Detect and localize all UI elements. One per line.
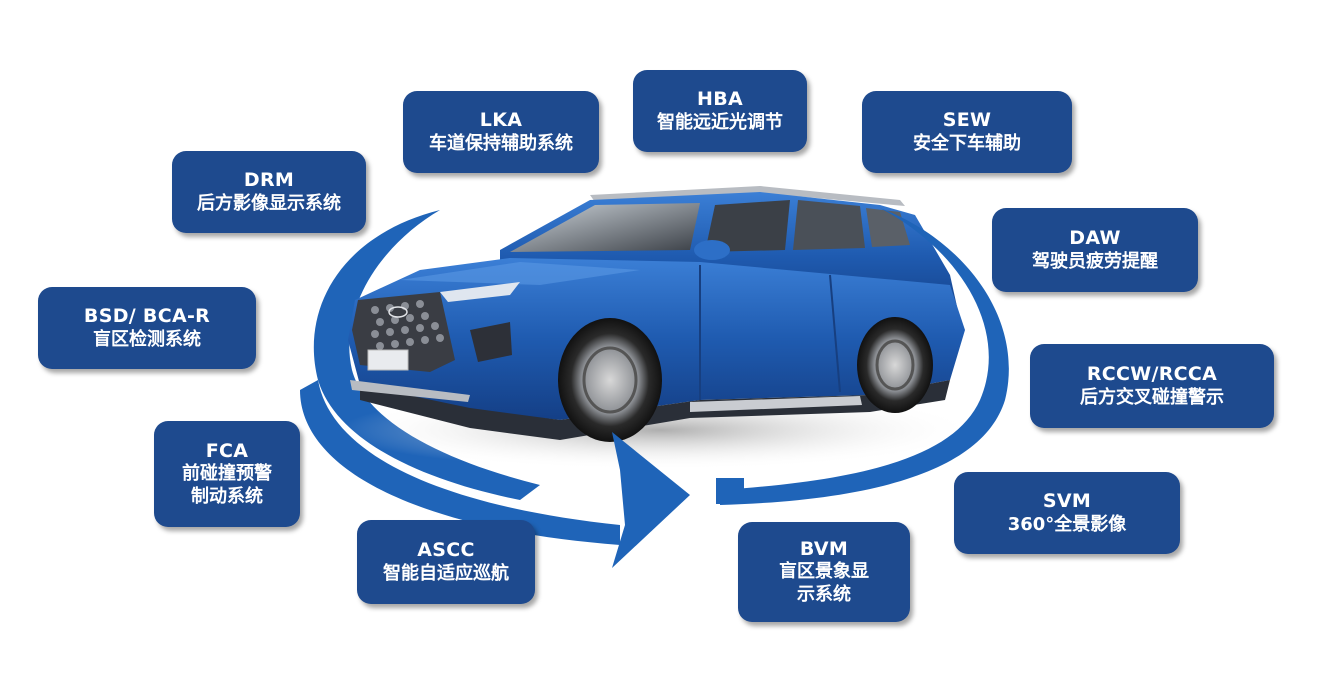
feature-description: 智能自适应巡航 — [383, 562, 509, 584]
license-plate — [367, 349, 409, 371]
feature-description: 驾驶员疲劳提醒 — [1032, 250, 1158, 272]
feature-code: HBA — [697, 87, 743, 110]
feature-box-daw: DAW 驾驶员疲劳提醒 — [992, 208, 1198, 292]
feature-description: 安全下车辅助 — [913, 132, 1021, 154]
feature-code: LKA — [479, 108, 523, 131]
suv-car-icon — [348, 186, 965, 442]
feature-box-rccw-rcca: RCCW/RCCA 后方交叉碰撞警示 — [1030, 344, 1274, 428]
feature-box-drm: DRM 后方影像显示系统 — [172, 151, 366, 233]
feature-code: DAW — [1069, 226, 1121, 249]
feature-description: 360°全景影像 — [1007, 513, 1127, 535]
feature-box-lka: LKA 车道保持辅助系统 — [403, 91, 599, 173]
feature-description: 车道保持辅助系统 — [429, 132, 573, 154]
brand-logo-icon — [388, 306, 408, 318]
feature-description: 后方影像显示系统 — [197, 192, 341, 214]
feature-description-line-2: 制动系统 — [191, 485, 263, 507]
feature-description: 智能远近光调节 — [657, 111, 783, 133]
feature-description: 盲区检测系统 — [93, 328, 201, 350]
feature-box-bvm: BVM 盲区景象显 示系统 — [738, 522, 910, 622]
arrow-ring-front — [300, 380, 620, 545]
feature-code: SVM — [1042, 489, 1092, 512]
feature-code: BVM — [799, 537, 849, 560]
feature-code: FCA — [205, 439, 249, 462]
feature-box-fca: FCA 前碰撞预警 制动系统 — [154, 421, 300, 527]
feature-box-svm: SVM 360°全景影像 — [954, 472, 1180, 554]
feature-code: SEW — [942, 108, 992, 131]
feature-code: DRM — [243, 168, 295, 191]
arrow-tail-segment — [716, 478, 744, 504]
feature-box-sew: SEW 安全下车辅助 — [862, 91, 1072, 173]
feature-code: RCCW/RCCA — [1086, 362, 1218, 385]
feature-box-hba: HBA 智能远近光调节 — [633, 70, 807, 152]
feature-description-line-1: 前碰撞预警 — [182, 463, 272, 485]
feature-box-ascc: ASCC 智能自适应巡航 — [357, 520, 535, 604]
feature-box-bsd-bca-r: BSD/ BCA-R 盲区检测系统 — [38, 287, 256, 369]
feature-description-line-1: 盲区景象显 — [779, 561, 869, 583]
feature-description: 后方交叉碰撞警示 — [1080, 386, 1224, 408]
feature-code: ASCC — [417, 538, 475, 561]
arrow-head-icon — [612, 432, 690, 568]
feature-code: BSD/ BCA-R — [83, 304, 211, 327]
feature-description-line-2: 示系统 — [797, 583, 851, 605]
